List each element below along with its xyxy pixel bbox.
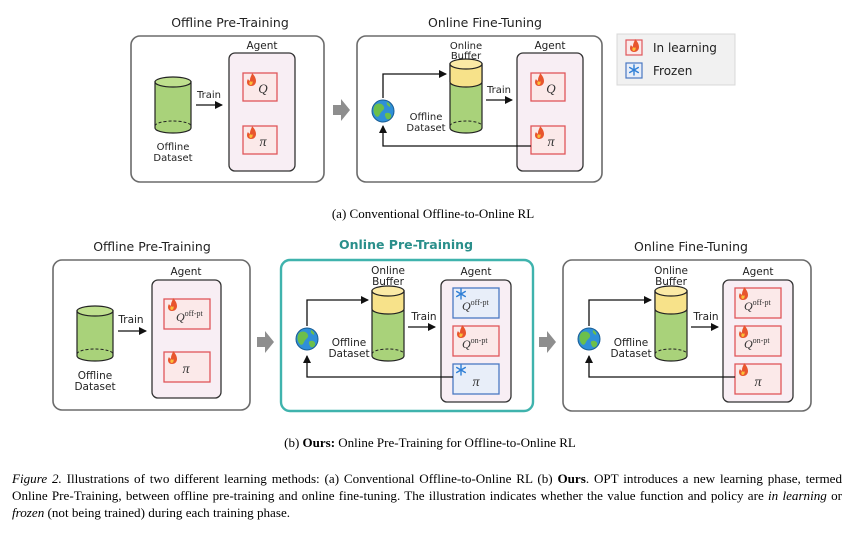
panel-a-finetune-title: Online Fine-Tuning [428, 15, 542, 30]
online-buffer-cylinder [449, 58, 483, 134]
agent-to-env-arrow [379, 125, 531, 147]
agent-label: Agent [742, 266, 773, 278]
offline-dataset-cylinder [154, 76, 192, 134]
online-buffer-label: Online [371, 265, 405, 277]
panel-a-caption: (a) Conventional Offline-to-Online RL [332, 206, 534, 221]
figure-caption: Figure 2. Illustrations of two different… [12, 470, 842, 521]
train-label: Train [692, 311, 718, 323]
online-buffer-label: Buffer [451, 51, 482, 62]
policy-frozen [452, 363, 500, 395]
offline-dataset-label: Dataset [328, 348, 369, 360]
offline-dataset-label: Dataset [610, 348, 651, 360]
figure-diagram: Offline Pre-Training Offline Dataset Tra… [52, 15, 812, 450]
env-to-buffer-arrow [588, 296, 652, 326]
offline-dataset-label: Offline [410, 112, 443, 123]
environment-globe-icon [295, 327, 319, 351]
agent-to-env-arrow [585, 355, 735, 378]
q-on-pt-symbol: Qon-pt [462, 336, 488, 351]
agent-label: Agent [170, 266, 201, 278]
train-label: Train [410, 311, 436, 323]
caption-text: . OPT introduces a new learning phase, t… [12, 471, 842, 503]
offline-dataset-label: Dataset [74, 381, 115, 393]
offline-dataset-label: Offline [614, 337, 648, 349]
q-symbol: Q [546, 81, 556, 96]
online-buffer-cylinder [371, 285, 405, 362]
agent-label: Agent [246, 40, 277, 52]
q-off-pt-symbol: Qoff-pt [462, 298, 490, 313]
online-buffer-label: Buffer [655, 276, 688, 288]
transition-arrow-icon [257, 331, 274, 353]
caption-frozen: frozen [12, 505, 45, 520]
offline-dataset-cylinder [76, 305, 114, 362]
environment-globe-icon [371, 99, 395, 123]
q-off-pt-symbol: Qoff-pt [176, 309, 204, 324]
pi-symbol: π [547, 135, 555, 150]
agent-label: Agent [534, 40, 565, 52]
q-symbol: Q [258, 81, 268, 96]
policy-in-learning [242, 125, 278, 155]
panel-a-pretrain-title: Offline Pre-Training [171, 15, 289, 30]
agent-label: Agent [460, 266, 491, 278]
transition-arrow-icon [333, 99, 350, 121]
env-to-buffer-arrow [306, 296, 369, 326]
agent-to-env-arrow [303, 355, 453, 378]
caption-text: or [826, 488, 842, 503]
train-label: Train [196, 90, 221, 101]
offline-dataset-label: Offline [78, 370, 112, 382]
panel-b-pretrain-title: Offline Pre-Training [93, 239, 211, 254]
train-label: Train [486, 85, 511, 96]
pi-symbol: π [259, 135, 267, 150]
q-on-pt-symbol: Qon-pt [744, 336, 770, 351]
q-off-pt-symbol: Qoff-pt [744, 298, 772, 313]
online-buffer-label: Online [654, 265, 688, 277]
pi-symbol: π [182, 362, 190, 377]
caption-ours: Ours [557, 471, 586, 486]
panel-b-caption: (b) Ours: Online Pre-Training for Offlin… [284, 435, 576, 450]
legend-in-learning-label: In learning [653, 41, 717, 55]
pi-symbol: π [754, 375, 762, 390]
q-off-pt-in-learning [163, 298, 211, 330]
q-function-in-learning [242, 72, 278, 102]
panel-b-finetune-title: Online Fine-Tuning [634, 239, 748, 254]
pi-symbol: π [472, 375, 480, 390]
legend-frozen-label: Frozen [653, 64, 692, 78]
offline-dataset-label: Offline [157, 142, 190, 153]
online-buffer-label: Online [450, 41, 482, 52]
panel-b-online-pretrain-title: Online Pre-Training [339, 237, 473, 252]
caption-text: Illustrations of two different learning … [61, 471, 558, 486]
transition-arrow-icon [539, 331, 556, 353]
environment-globe-icon [577, 327, 601, 351]
env-to-buffer-arrow [382, 70, 447, 98]
train-label: Train [117, 314, 143, 326]
caption-text: (not being trained) during each training… [44, 505, 291, 520]
online-buffer-label: Buffer [372, 276, 405, 288]
caption-in-learning: in learning [768, 488, 827, 503]
figure-label: Figure 2. [12, 471, 62, 486]
policy-in-learning [530, 125, 566, 155]
offline-dataset-label: Dataset [406, 123, 445, 134]
offline-dataset-label: Offline [332, 337, 366, 349]
offline-dataset-label: Dataset [153, 153, 192, 164]
q-function-in-learning [530, 72, 566, 102]
online-buffer-cylinder [654, 285, 688, 362]
